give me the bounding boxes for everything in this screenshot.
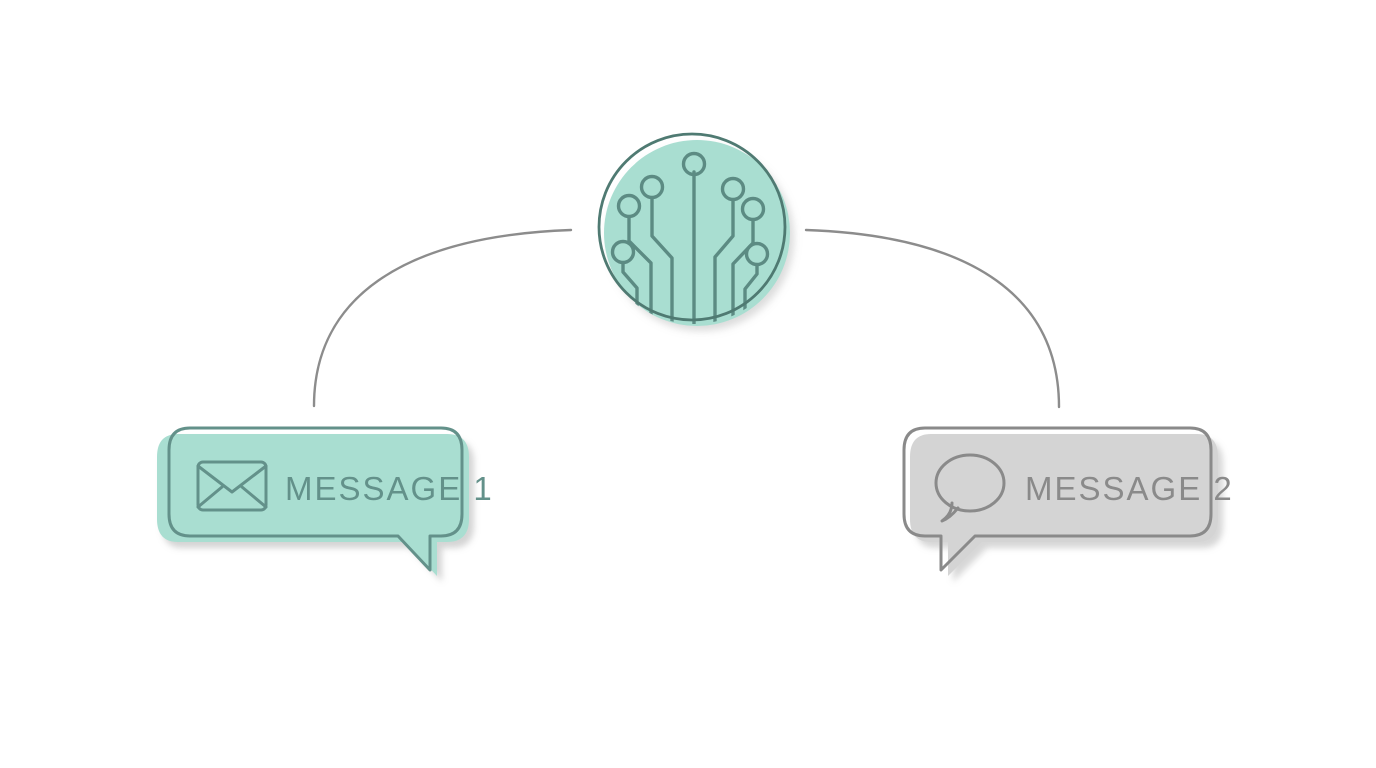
bubble-right-outline — [902, 426, 1213, 572]
connector-left — [312, 228, 573, 408]
connector-group — [312, 228, 1061, 409]
envelope-icon — [196, 460, 268, 512]
bubble-left-fill — [157, 434, 469, 576]
speech-bubble-icon — [934, 453, 1006, 523]
connector-right — [804, 228, 1061, 409]
bubble-left-outline — [167, 426, 464, 572]
message-bubble-left[interactable]: MESSAGE 1 — [157, 426, 494, 576]
message-bubble-right[interactable]: MESSAGE 2 — [902, 426, 1234, 576]
hub-circuit-node[interactable] — [597, 132, 790, 330]
hub-outline — [597, 132, 787, 322]
bubble-right-label: MESSAGE 2 — [1025, 470, 1234, 507]
bubble-right-fill — [910, 434, 1218, 576]
bubble-left-label: MESSAGE 1 — [285, 470, 494, 507]
